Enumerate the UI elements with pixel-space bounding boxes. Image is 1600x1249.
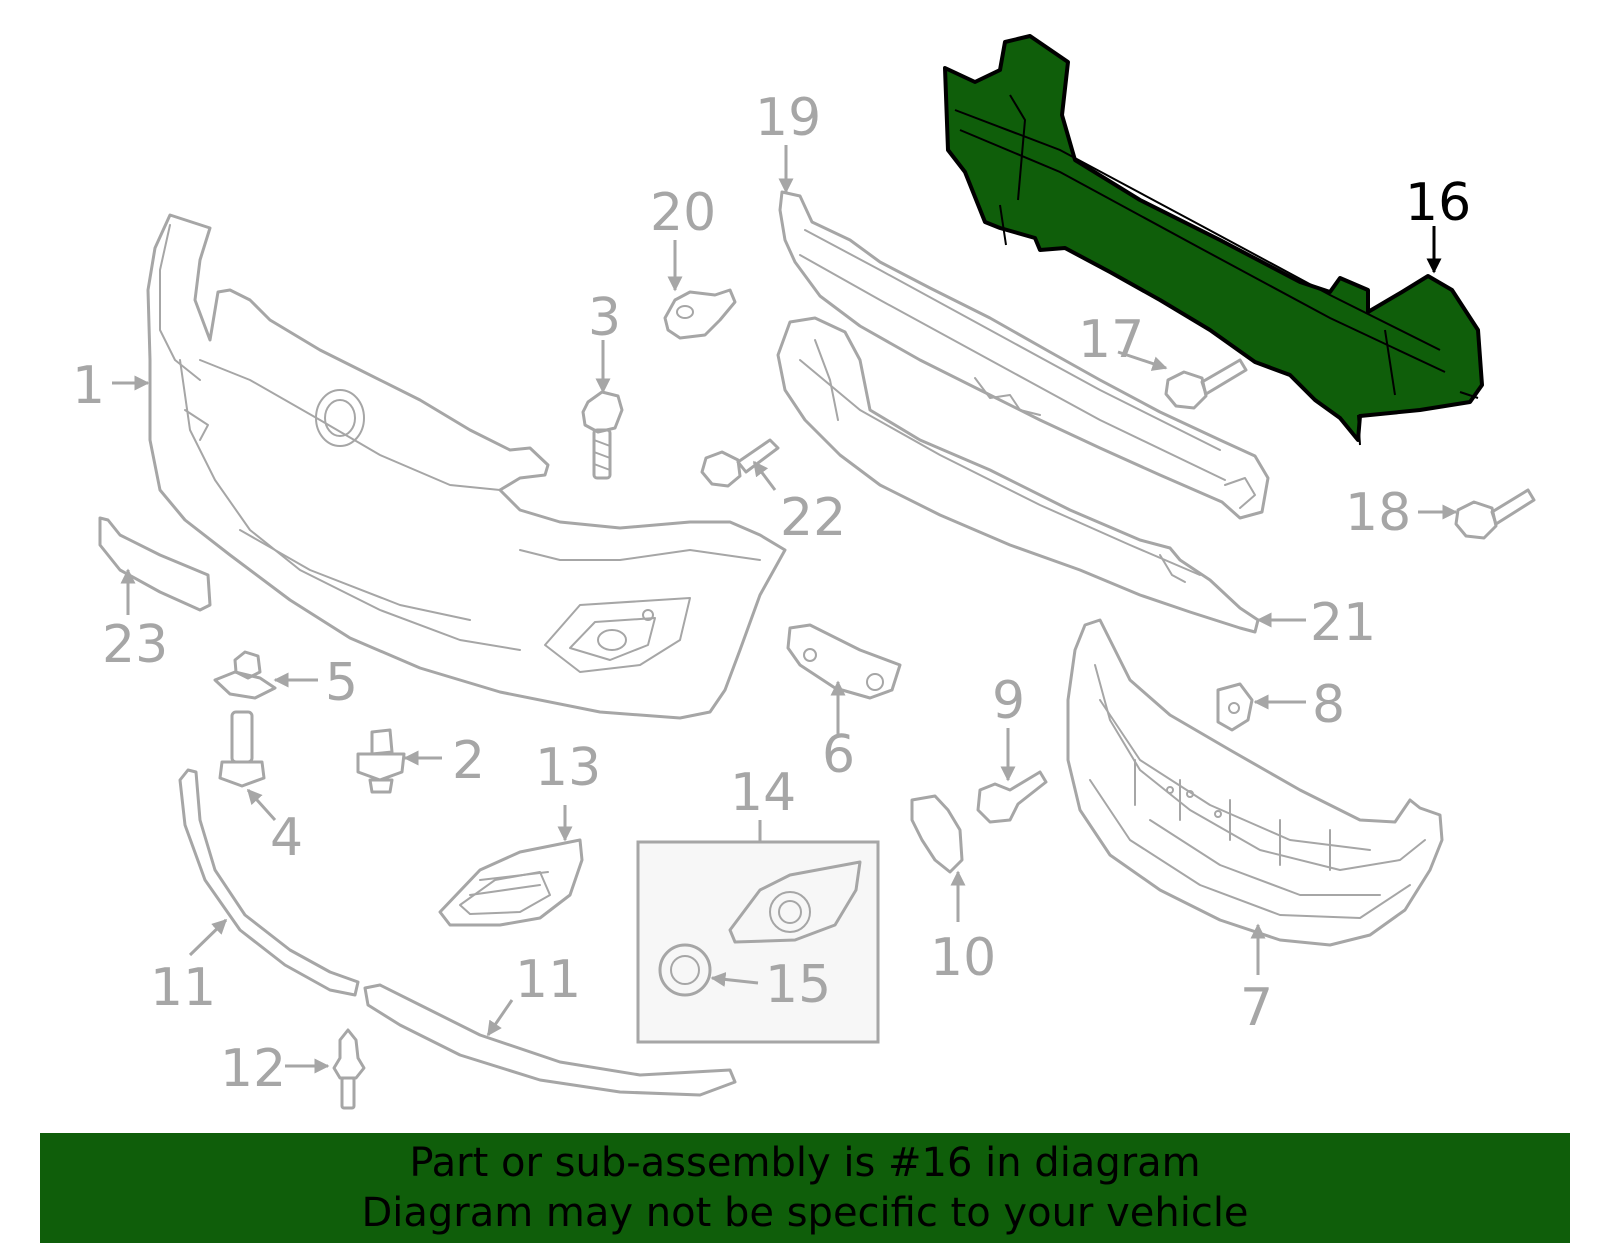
- part-16-bumper-reinforcement[interactable]: [943, 34, 1484, 446]
- part-2-push-clip[interactable]: [356, 728, 406, 794]
- callout-10[interactable]: 10: [930, 928, 996, 988]
- callout-16[interactable]: 16: [1405, 173, 1471, 233]
- callout-3[interactable]: 3: [588, 288, 621, 348]
- callout-9[interactable]: 9: [992, 671, 1025, 731]
- callout-1[interactable]: 1: [72, 356, 105, 416]
- callout-5[interactable]: 5: [325, 653, 358, 713]
- part-3-bolt[interactable]: [581, 390, 624, 480]
- leader-arrows: [112, 145, 1458, 1074]
- callout-11-right[interactable]: 11: [515, 950, 581, 1010]
- callout-17[interactable]: 17: [1078, 310, 1144, 370]
- callout-12[interactable]: 12: [220, 1039, 286, 1099]
- callout-15[interactable]: 15: [765, 955, 831, 1015]
- part-10-bracket[interactable]: [910, 794, 964, 874]
- callout-23[interactable]: 23: [102, 615, 168, 675]
- part-23-reflector[interactable]: [98, 516, 212, 612]
- part-19-absorber[interactable]: [778, 190, 1270, 520]
- callout-8[interactable]: 8: [1312, 675, 1345, 735]
- callout-13[interactable]: 13: [535, 738, 601, 798]
- part-18-bolt[interactable]: [1454, 488, 1536, 540]
- part-11-strip-right[interactable]: [363, 983, 737, 1097]
- banner-line-2: Diagram may not be specific to your vehi…: [361, 1190, 1249, 1236]
- part-15-lamp[interactable]: [658, 943, 712, 997]
- callout-11-left[interactable]: 11: [150, 958, 216, 1018]
- part-13-bezel[interactable]: [438, 838, 584, 927]
- info-banner: Part or sub-assembly is #16 in diagram D…: [40, 1133, 1570, 1243]
- part-5-nut-clip[interactable]: [213, 650, 277, 700]
- callout-18[interactable]: 18: [1345, 483, 1411, 543]
- callout-21[interactable]: 21: [1310, 593, 1376, 653]
- part-11-strip-left[interactable]: [178, 768, 360, 997]
- part-1-bumper-cover[interactable]: [146, 213, 787, 720]
- callout-labels: 1 2 3 4 5 6 7 8 9 10 11 11 12 13 14 15 1…: [72, 88, 1471, 1099]
- callout-22[interactable]: 22: [780, 488, 846, 548]
- part-9-clip[interactable]: [976, 770, 1048, 824]
- callout-6[interactable]: 6: [822, 725, 855, 785]
- part-7-grille[interactable]: [1066, 618, 1444, 947]
- part-6-bracket[interactable]: [786, 623, 902, 700]
- part-20-clip[interactable]: [663, 288, 737, 340]
- part-21-lower-absorber[interactable]: [776, 316, 1260, 634]
- part-14-box[interactable]: [636, 840, 880, 1044]
- banner-line-1: Part or sub-assembly is #16 in diagram: [409, 1140, 1201, 1186]
- callout-2[interactable]: 2: [452, 731, 485, 791]
- callout-20[interactable]: 20: [650, 183, 716, 243]
- callout-4[interactable]: 4: [270, 808, 303, 868]
- part-12-rivet[interactable]: [332, 1028, 366, 1110]
- callout-14[interactable]: 14: [730, 763, 796, 823]
- part-4-screw[interactable]: [218, 710, 266, 788]
- callout-19[interactable]: 19: [755, 88, 821, 148]
- part-17-bolt[interactable]: [1164, 358, 1248, 410]
- part-22-bolt[interactable]: [700, 438, 780, 488]
- callout-7[interactable]: 7: [1240, 978, 1273, 1038]
- part-8-clip[interactable]: [1216, 682, 1254, 732]
